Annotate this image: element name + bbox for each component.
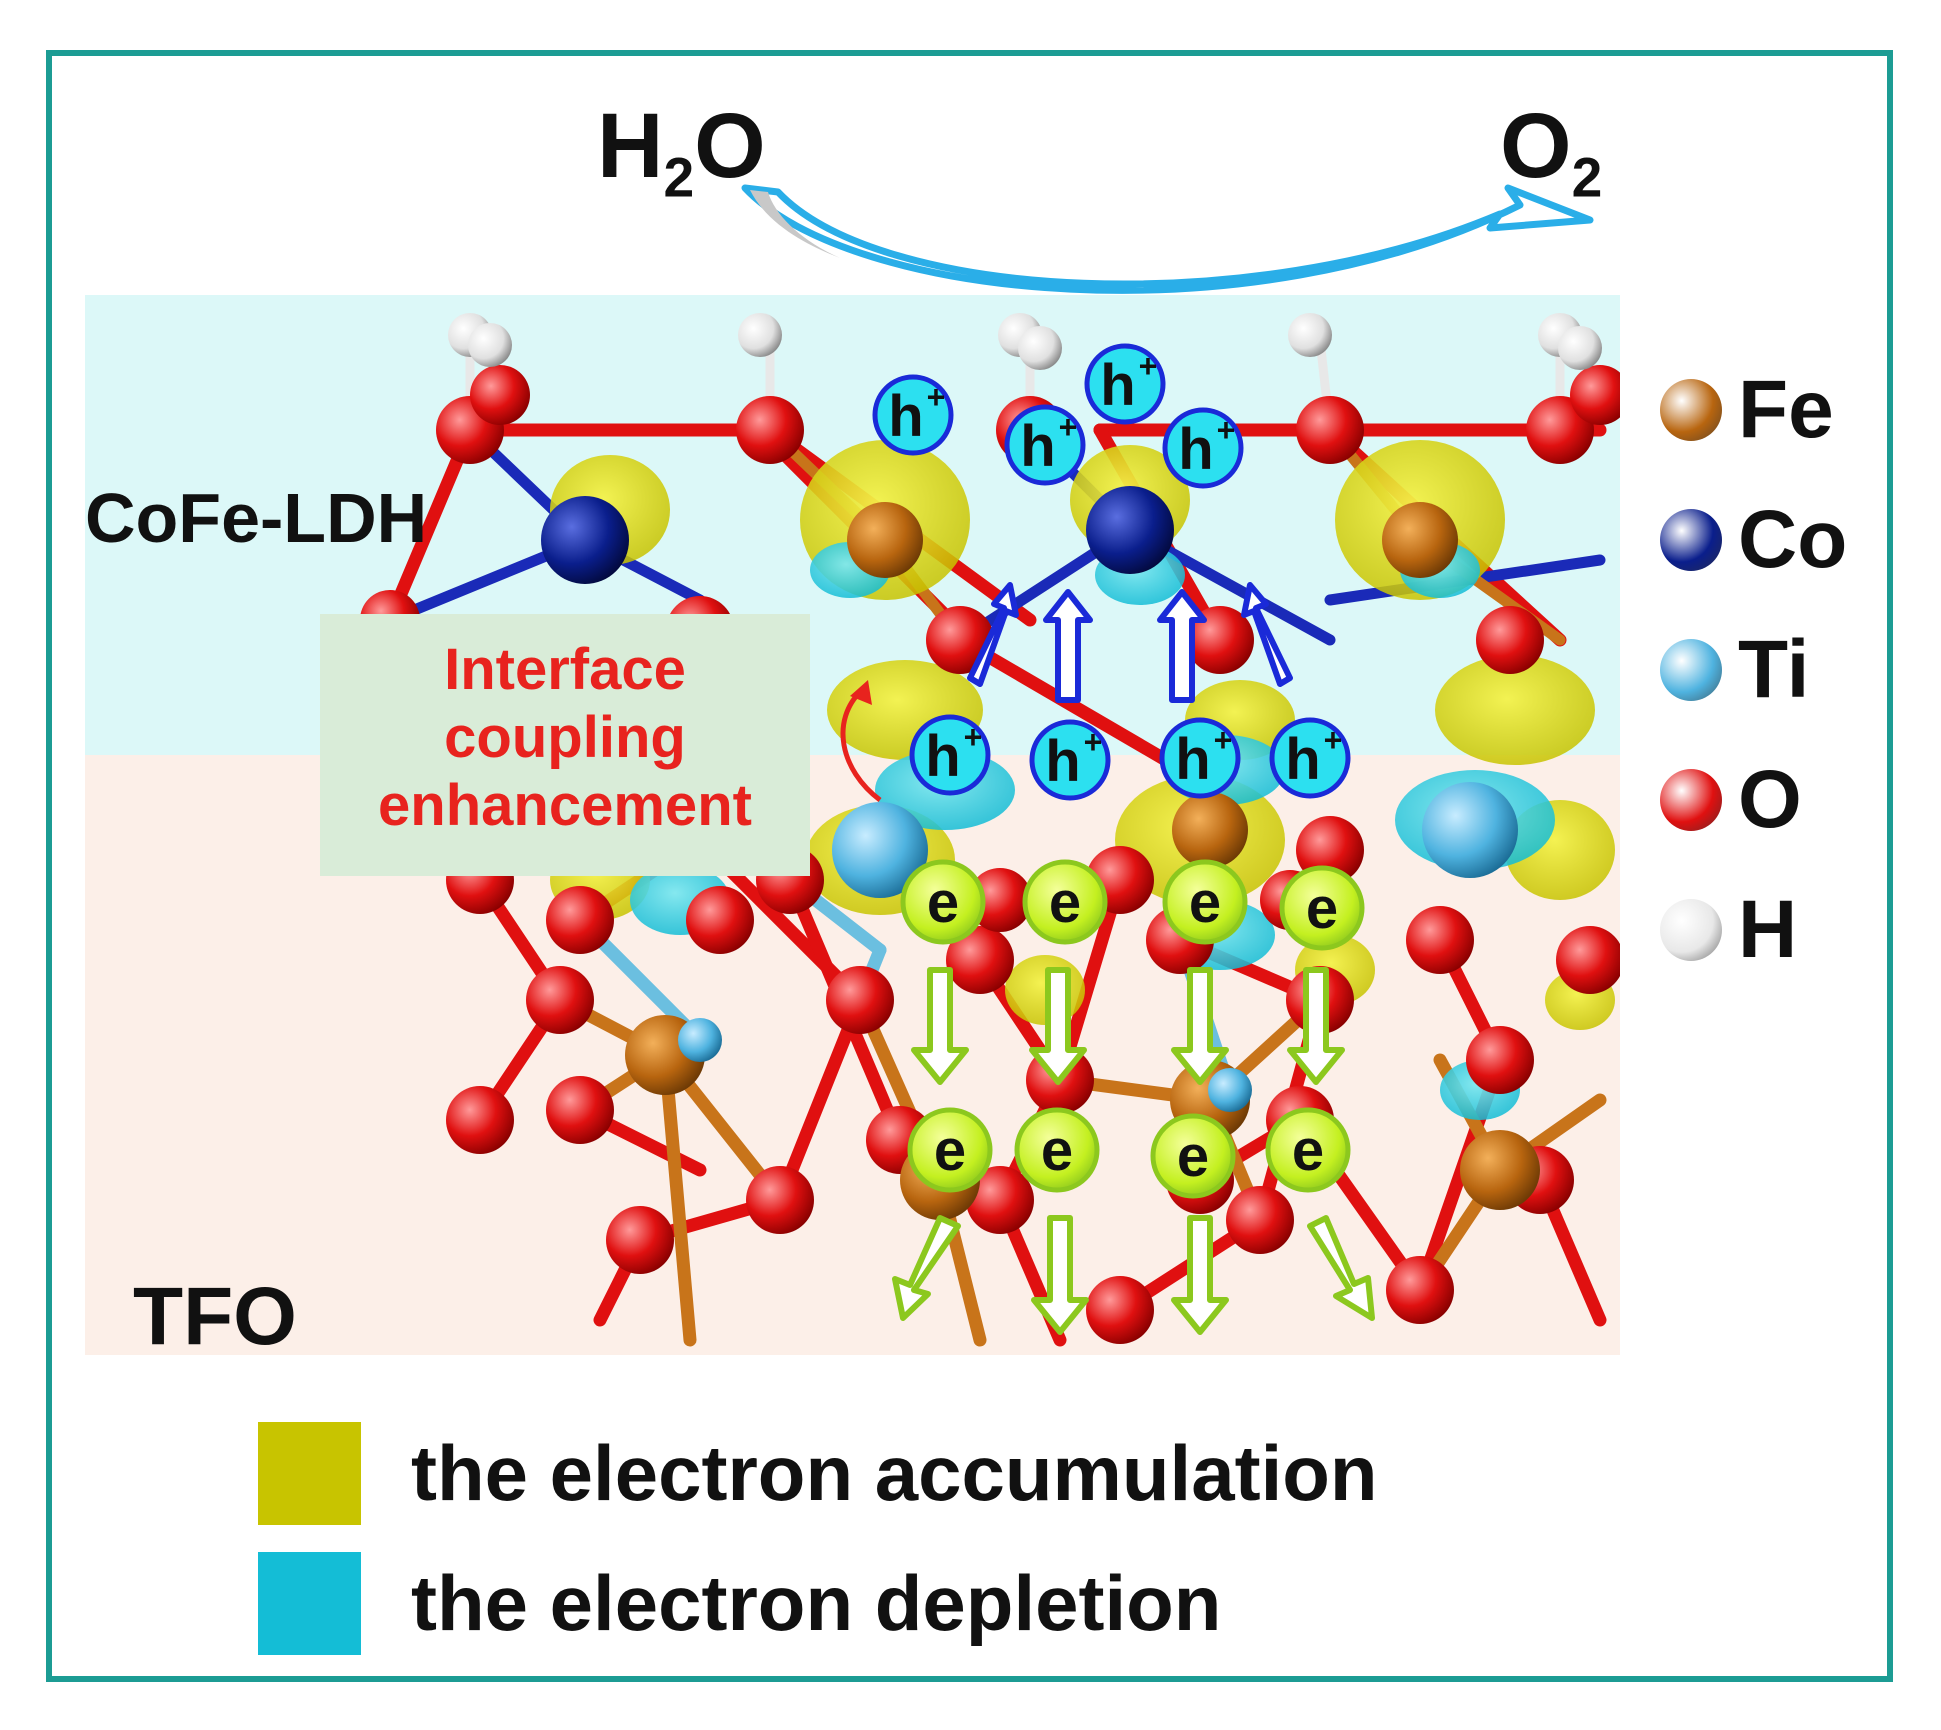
interface-curve-arrow xyxy=(840,688,882,802)
product-label: O2 xyxy=(1500,95,1603,209)
ldh-cobalt-atoms xyxy=(541,486,1174,584)
hole-label: h xyxy=(1020,414,1055,479)
legend-ball-icon xyxy=(1660,509,1722,571)
electron: e xyxy=(907,1107,993,1193)
legend-label: H xyxy=(1738,884,1798,975)
reactant-label: H2O xyxy=(597,95,766,209)
hole: h+ xyxy=(1029,719,1111,801)
electron: e xyxy=(1014,1107,1100,1193)
hole-sup: + xyxy=(1139,348,1158,384)
electron-label: e xyxy=(934,1118,966,1183)
interface-label-box xyxy=(320,614,810,876)
interface-label: Interface coupling enhancement xyxy=(378,637,752,838)
legend-label: O xyxy=(1738,754,1802,845)
legend-item-o: O xyxy=(1660,754,1802,845)
reaction-arrow-shadow xyxy=(750,190,840,258)
hole: h+ xyxy=(1004,404,1086,486)
electron-label: e xyxy=(1177,1124,1209,1189)
electron: e xyxy=(1279,865,1365,951)
hole-sup: + xyxy=(1084,724,1103,760)
electron: e xyxy=(1022,859,1108,945)
electron-label: e xyxy=(1049,870,1081,935)
legend-label: the electron depletion xyxy=(411,1559,1222,1647)
electron: e xyxy=(1265,1107,1351,1193)
legend-label: Ti xyxy=(1738,624,1810,715)
legend-item-h: H xyxy=(1660,884,1797,975)
hole: h+ xyxy=(1159,717,1241,799)
hole: h+ xyxy=(1269,717,1351,799)
legend-item-fe: Fe xyxy=(1660,364,1834,455)
legend-swatch xyxy=(258,1422,361,1525)
hole-label: h xyxy=(1045,729,1080,794)
electron: e xyxy=(1150,1113,1236,1199)
hole-label: h xyxy=(1285,727,1320,792)
legend-item-co: Co xyxy=(1660,494,1847,585)
ldh-hydrogen-atoms xyxy=(448,313,1602,370)
electron: e xyxy=(1162,859,1248,945)
tfo-titanium-atoms xyxy=(678,782,1518,1112)
hole-label: h xyxy=(888,384,923,449)
legend-label: Co xyxy=(1738,494,1848,585)
hole-sup: + xyxy=(927,379,946,415)
hole-sup: + xyxy=(1214,722,1233,758)
interface-curve-arrowhead xyxy=(850,680,872,705)
hole-label: h xyxy=(925,724,960,789)
hole-label: h xyxy=(1178,417,1213,482)
ldh-oxygen-atoms xyxy=(360,365,1620,674)
electron: e xyxy=(900,859,986,945)
charge-density-item: the electron accumulation xyxy=(258,1422,1378,1525)
electron-transfer-arrows xyxy=(892,967,1375,1335)
electron-label: e xyxy=(1041,1118,1073,1183)
ldh-iron-atoms xyxy=(847,502,1458,578)
hole-sup: + xyxy=(1324,722,1343,758)
legend-ball-icon xyxy=(1660,379,1722,441)
hole: h+ xyxy=(1084,343,1166,425)
hole: h+ xyxy=(872,374,954,456)
legend-ball-icon xyxy=(1660,639,1722,701)
hole: h+ xyxy=(909,714,991,796)
figure-frame xyxy=(46,50,1893,1682)
reaction-arrow xyxy=(741,184,1594,294)
ldh-region-label: CoFe-LDH xyxy=(85,479,428,557)
electrons: e e e e e e e e xyxy=(900,859,1365,1199)
legend-item-ti: Ti xyxy=(1660,624,1809,715)
hole-transfer-arrows xyxy=(967,582,1293,703)
tfo-region-label: TFO xyxy=(133,1271,297,1362)
electron-label: e xyxy=(1189,870,1221,935)
hole-sup: + xyxy=(964,719,983,755)
electron-label: e xyxy=(1306,876,1338,941)
electron-label: e xyxy=(927,870,959,935)
hole: h+ xyxy=(1162,407,1244,489)
charge-density-item: the electron depletion xyxy=(258,1552,1221,1655)
hole-sup: + xyxy=(1059,409,1078,445)
hole-label: h xyxy=(1175,727,1210,792)
legend-ball-icon xyxy=(1660,769,1722,831)
legend-label: Fe xyxy=(1738,364,1834,455)
legend-swatch xyxy=(258,1552,361,1655)
legend-label: the electron accumulation xyxy=(411,1429,1378,1517)
legend-ball-icon xyxy=(1660,899,1722,961)
hole-sup: + xyxy=(1217,412,1236,448)
holes: h+ h+ h+ h+ h+ h+ h+ h+ xyxy=(872,343,1351,801)
hole-label: h xyxy=(1100,353,1135,418)
electron-label: e xyxy=(1292,1118,1324,1183)
